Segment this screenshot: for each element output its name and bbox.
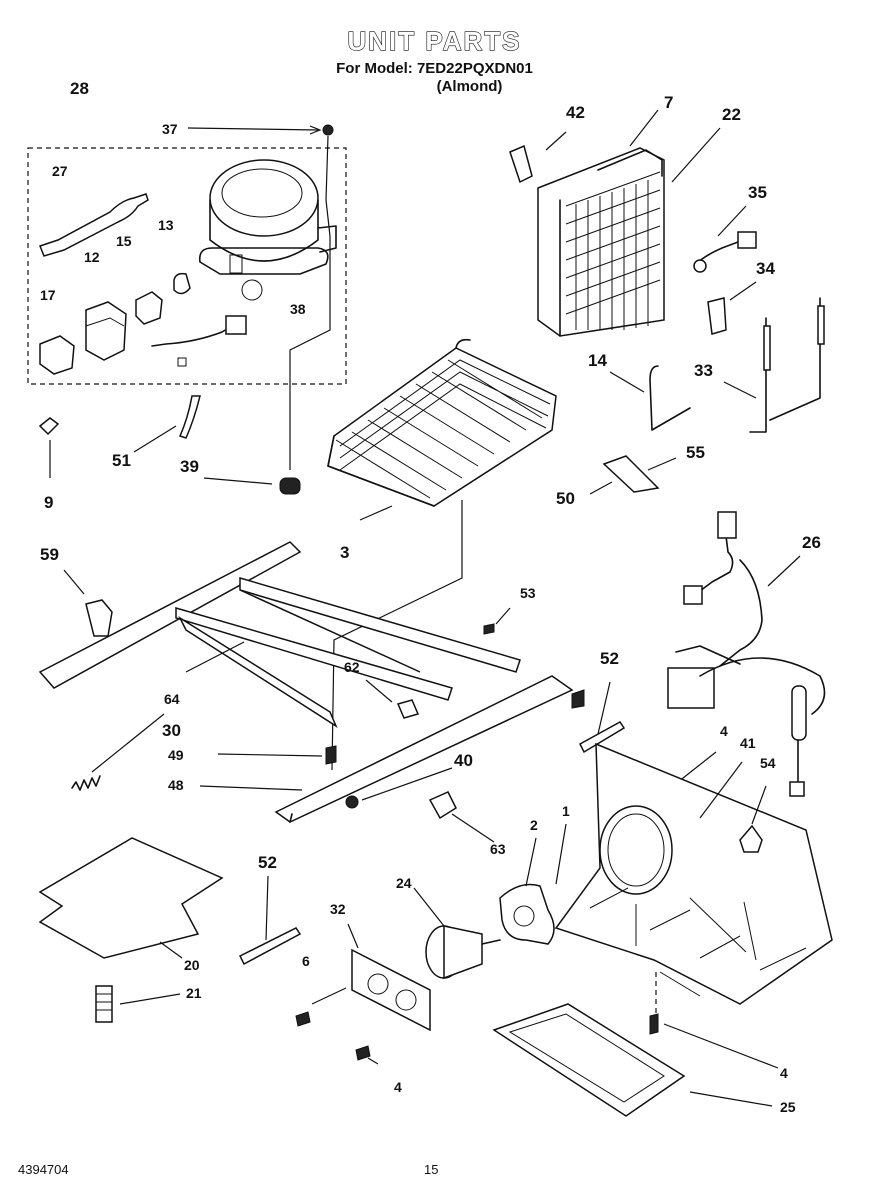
callout-40: 40 — [454, 751, 473, 770]
fan-motor-24 — [425, 925, 501, 980]
callout-54: 54 — [760, 755, 776, 771]
callout-33: 33 — [694, 361, 713, 380]
overload-12 — [85, 301, 127, 361]
callout-51: 51 — [112, 451, 131, 470]
callout-62: 62 — [344, 659, 360, 675]
callout-50: 50 — [556, 489, 575, 508]
callout-52b: 52 — [258, 853, 277, 872]
callout-9: 9 — [44, 493, 54, 512]
model-line: For Model: 7ED22PQXDN01 — [336, 60, 533, 77]
callout-41: 41 — [740, 735, 756, 751]
callout-63: 63 — [490, 841, 506, 857]
callout-59: 59 — [40, 545, 59, 564]
clip-34 — [707, 297, 727, 335]
color-line: (Almond) — [436, 78, 503, 95]
callout-35: 35 — [748, 183, 767, 202]
screw-49 — [325, 745, 337, 765]
heater-33 — [749, 297, 821, 433]
callout-48: 48 — [168, 777, 184, 793]
callout-1: 1 — [562, 803, 570, 819]
pad-62 — [396, 699, 420, 719]
callout-39: 39 — [180, 457, 199, 476]
filter-drier — [39, 193, 149, 257]
callout-4b: 4 — [394, 1079, 402, 1095]
callout-22: 22 — [722, 105, 741, 124]
harness-38 — [151, 325, 233, 347]
tube-51 — [178, 395, 201, 439]
wire-harness-26 — [667, 511, 826, 797]
compressor-kit-box — [27, 147, 347, 385]
callout-2: 2 — [530, 817, 538, 833]
thermistor-35 — [697, 241, 739, 263]
drain-tray-25 — [492, 1003, 686, 1117]
callout-38: 38 — [290, 301, 306, 317]
relay-15 — [135, 291, 163, 325]
callout-7: 7 — [664, 93, 674, 112]
callout-4c: 4 — [780, 1065, 788, 1081]
condenser-coil — [327, 338, 557, 507]
callout-55: 55 — [686, 443, 705, 462]
compressor-drawing — [198, 159, 337, 301]
callout-32: 32 — [330, 901, 346, 917]
grommet-39 — [279, 477, 301, 495]
cover-17 — [39, 335, 75, 375]
screw-4b — [355, 1045, 371, 1061]
callout-21: 21 — [186, 985, 202, 1001]
drain-pan-20 — [38, 837, 224, 959]
bracket-50 — [602, 455, 660, 493]
doc-number: 4394704 — [18, 1162, 69, 1177]
bracket-42 — [509, 144, 533, 184]
bracket-32 — [351, 948, 431, 1032]
callout-4a: 4 — [720, 723, 728, 739]
callout-6: 6 — [302, 953, 310, 969]
callout-14: 14 — [588, 351, 607, 370]
callout-64: 64 — [164, 691, 180, 707]
fan-blade-2 — [499, 883, 555, 945]
tie-52a — [579, 721, 626, 754]
callout-28: 28 — [70, 79, 89, 98]
callout-13: 13 — [158, 217, 174, 233]
callout-15: 15 — [116, 233, 132, 249]
screw-37 — [322, 124, 334, 136]
fan-bracket-41 — [554, 742, 833, 1005]
callout-34: 34 — [756, 259, 775, 278]
page-title: UNIT PARTS — [347, 25, 522, 56]
callout-17: 17 — [40, 287, 56, 303]
callout-12: 12 — [84, 249, 100, 265]
callout-37: 37 — [162, 121, 178, 137]
nut-63 — [428, 791, 457, 820]
spring-64 — [71, 775, 101, 791]
screw-53 — [483, 623, 495, 635]
frame-rails — [38, 541, 574, 823]
evaporator — [537, 147, 665, 337]
callout-20: 20 — [184, 957, 200, 973]
callout-53: 53 — [520, 585, 536, 601]
callout-27: 27 — [52, 163, 68, 179]
callout-25: 25 — [780, 1099, 796, 1115]
clip-13 — [173, 272, 191, 295]
callout-30: 30 — [162, 721, 181, 740]
callout-49: 49 — [168, 747, 184, 763]
callout-26: 26 — [802, 533, 821, 552]
callout-3: 3 — [340, 543, 350, 562]
bracket-59 — [85, 599, 113, 637]
rod-14 — [649, 365, 691, 431]
callout-24: 24 — [396, 875, 412, 891]
spring-21 — [95, 985, 113, 1023]
page-number: 15 — [424, 1162, 439, 1177]
screw-6 — [295, 1011, 311, 1027]
callout-42: 42 — [566, 103, 585, 122]
screw-4c — [649, 1013, 659, 1035]
part-9 — [38, 417, 60, 436]
callout-52a: 52 — [600, 649, 619, 668]
screw-40 — [345, 795, 359, 809]
grommet-54 — [739, 824, 763, 853]
tie-52b — [238, 927, 302, 966]
